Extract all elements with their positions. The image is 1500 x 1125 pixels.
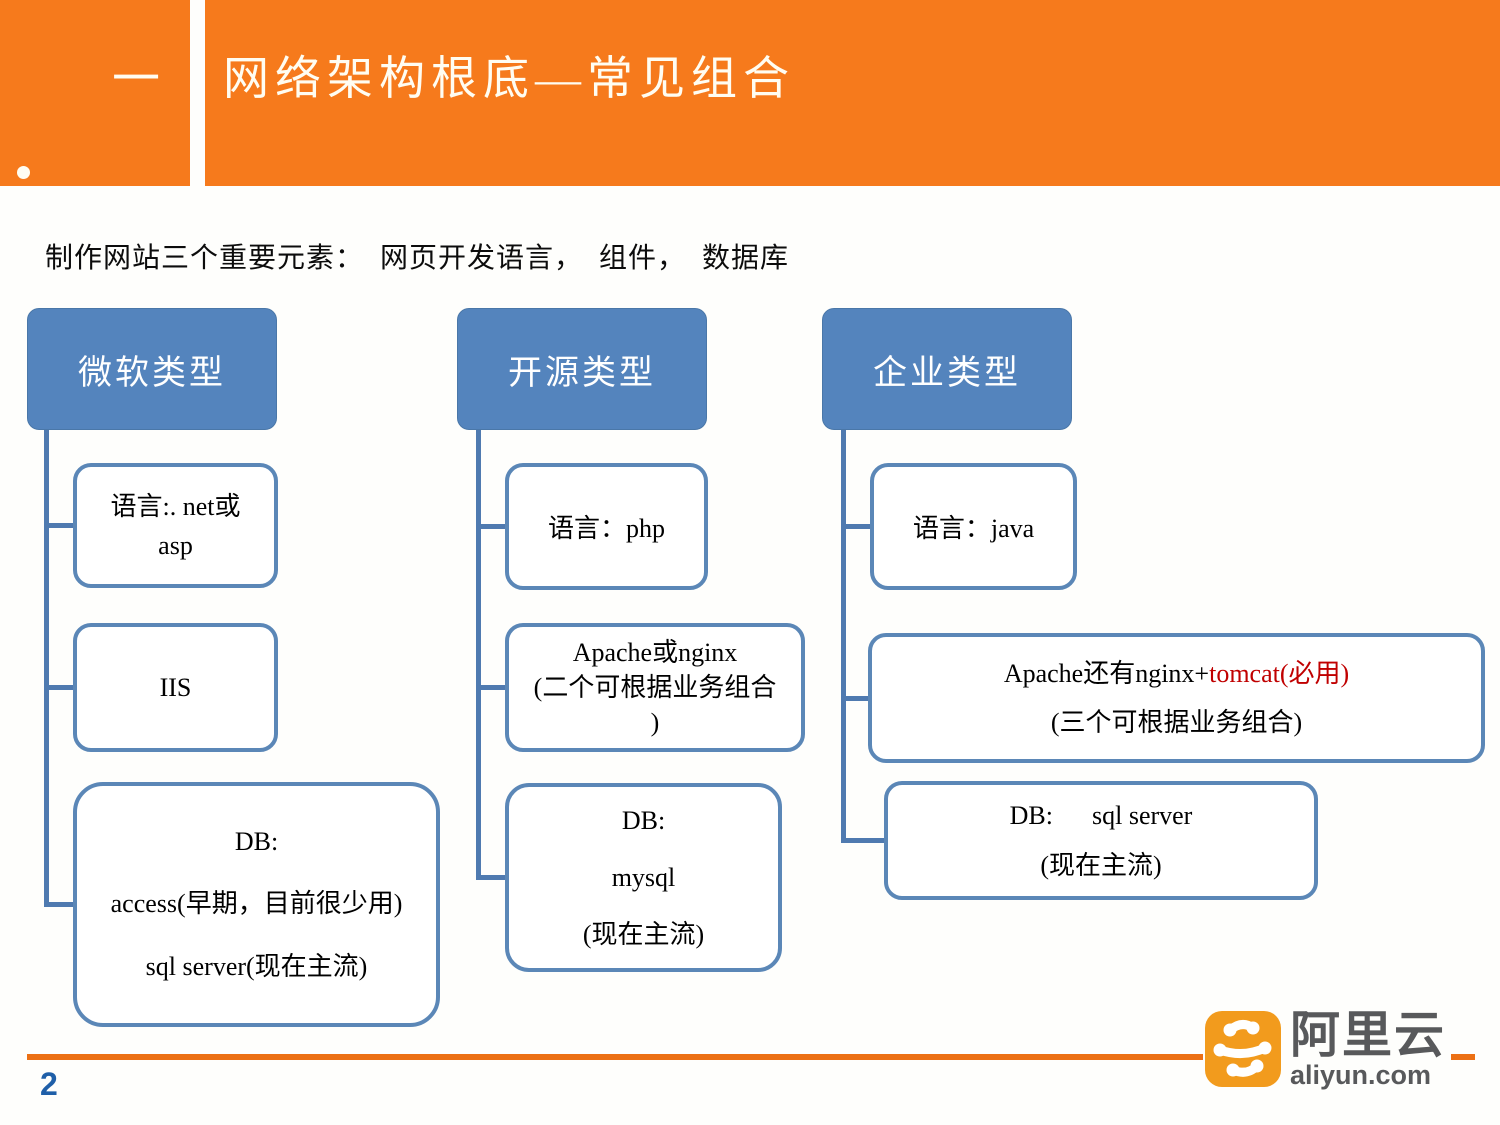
node-header-microsoft: 微软类型 [27, 308, 277, 430]
node-line: asp [158, 530, 193, 560]
node-line: 语言：php [547, 514, 665, 543]
connector-trunk-col3 [841, 428, 846, 843]
node-ms-database: DB: access(早期，目前很少用) sql server(现在主流) [73, 782, 440, 1027]
node-header-opensource: 开源类型 [457, 308, 707, 430]
section-number: 一 [111, 53, 162, 106]
node-line: ) [650, 708, 660, 738]
node-line: Apache还有nginx+tomcat(必用) [1004, 649, 1349, 698]
node-line: IIS [159, 672, 192, 702]
node-line: mysql [611, 862, 676, 892]
node-line: DB: sql server [1009, 801, 1193, 831]
page-title: 网络架构根底—常见组合 [223, 53, 795, 104]
node-line: DB: [621, 805, 666, 835]
node-line-highlight: tomcat(必用) [1209, 658, 1350, 688]
node-line: (三个可根据业务组合) [1050, 708, 1303, 737]
node-line: (现在主流) [582, 920, 705, 950]
node-ent-language: 语言：java [870, 463, 1077, 590]
node-line-main: Apache还有nginx+ [1003, 658, 1210, 688]
connector-stub-col1-1 [44, 523, 73, 528]
node-os-database: DB: mysql (现在主流) [505, 783, 782, 972]
node-os-language: 语言：php [505, 463, 708, 590]
node-os-webserver: Apache或nginx (二个可根据业务组合 ) [505, 623, 805, 752]
page-number: 2 [40, 1066, 58, 1102]
aliyun-logo: 阿里云 aliyun.com [1203, 996, 1451, 1102]
connector-stub-col3-2 [841, 696, 868, 701]
node-line: Apache或nginx [572, 637, 738, 667]
connector-stub-col1-3 [44, 902, 73, 907]
title-bar: 网络架构根底—常见组合 [205, 0, 1500, 186]
logo-text: 阿里云 aliyun.com [1290, 1010, 1446, 1089]
node-line: access(早期，目前很少用) [110, 889, 403, 919]
footer-divider [27, 1054, 1475, 1060]
node-line: (现在主流) [1040, 850, 1162, 880]
intro-text: 制作网站三个重要元素： 网页开发语言， 组件， 数据库 [45, 243, 790, 274]
connector-trunk-col1 [44, 428, 49, 907]
node-line: (二个可根据业务组合 [533, 672, 777, 702]
node-header-enterprise: 企业类型 [822, 308, 1072, 430]
aliyun-cloud-icon [1205, 1011, 1281, 1087]
node-line: 语言：java [912, 514, 1035, 543]
section-badge: 一 [0, 0, 190, 186]
connector-stub-col2-2 [476, 685, 505, 690]
connector-stub-col3-3 [841, 838, 884, 843]
bullet-dot [17, 166, 30, 179]
node-line: 语言:. net或 [110, 491, 241, 521]
connector-stub-col1-2 [44, 685, 73, 690]
node-ms-webserver: IIS [73, 623, 278, 752]
logo-brand-name: 阿里云 [1290, 1006, 1446, 1063]
connector-stub-col2-3 [476, 875, 505, 880]
node-line: sql server(现在主流) [145, 951, 368, 981]
connector-stub-col3-1 [841, 524, 870, 529]
node-ent-database: DB: sql server (现在主流) [884, 781, 1318, 900]
node-line: DB: [234, 826, 279, 856]
logo-domain: aliyun.com [1290, 1059, 1432, 1090]
connector-stub-col2-1 [476, 524, 505, 529]
node-ent-webserver: Apache还有nginx+tomcat(必用) (三个可根据业务组合) [868, 633, 1485, 763]
connector-trunk-col2 [476, 428, 481, 880]
node-ms-language: 语言:. net或 asp [73, 463, 278, 588]
